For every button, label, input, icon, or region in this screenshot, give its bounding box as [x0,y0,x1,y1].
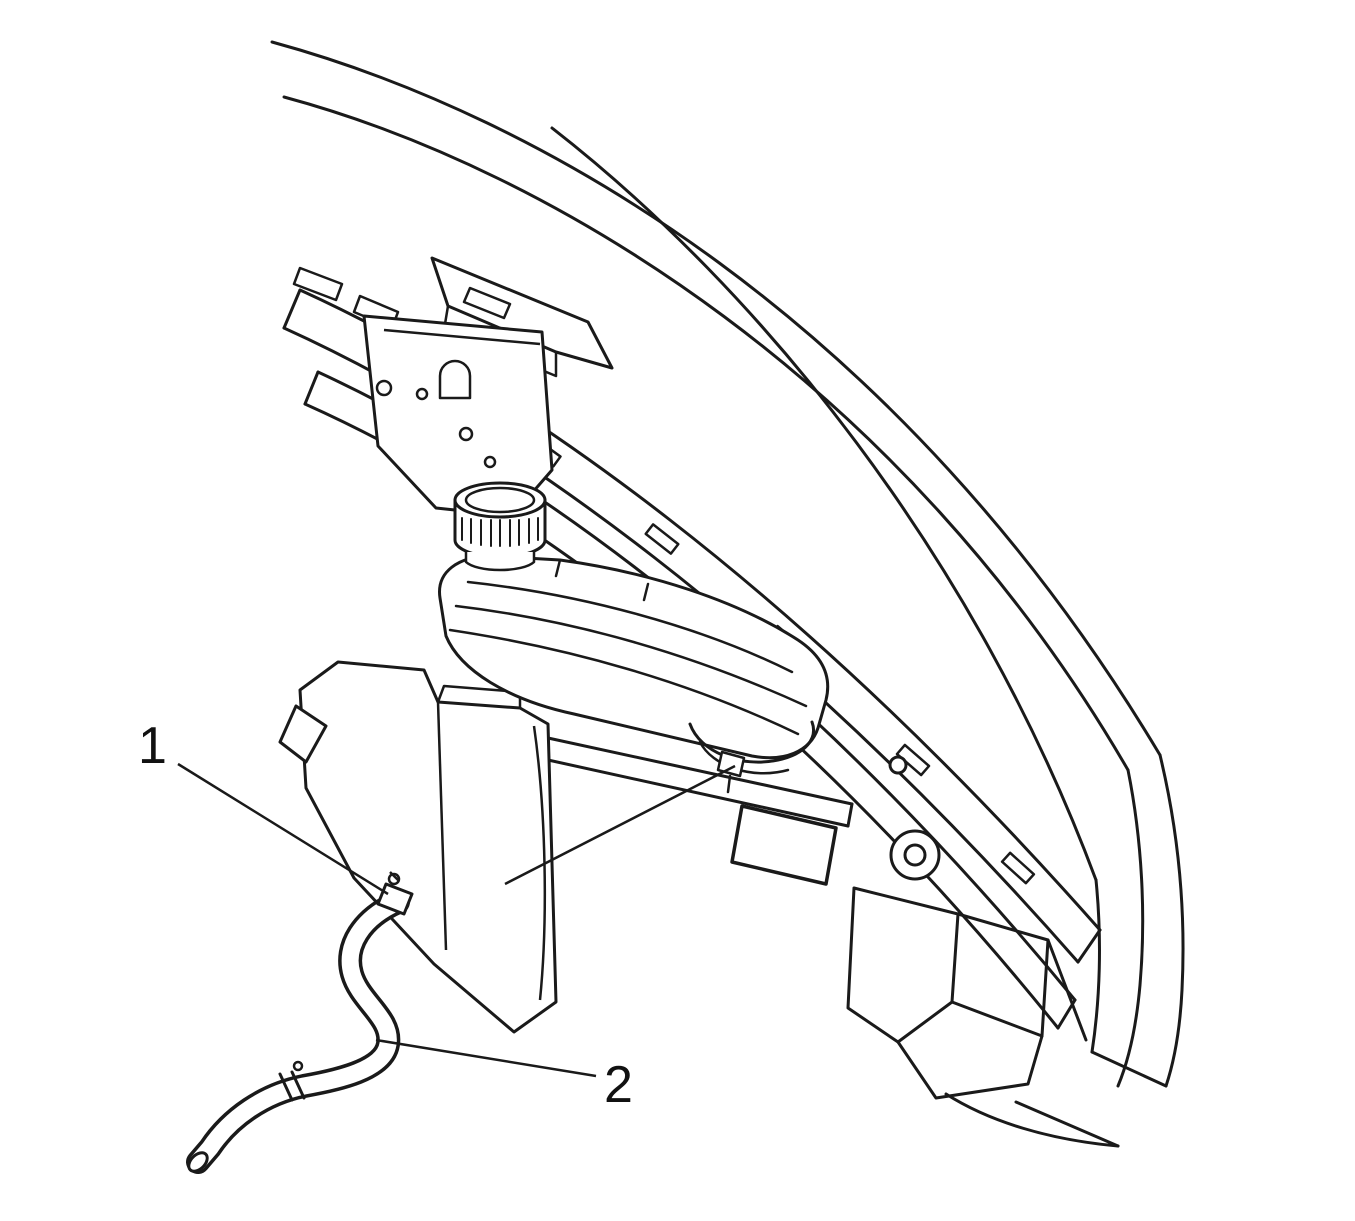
callout-1-label: 1 [138,717,167,775]
callout-2-label: 2 [604,1056,633,1114]
overflow-hose [186,890,410,1174]
callout-2-leader [375,1038,597,1078]
cap-ribs [461,517,539,547]
hose-clamp-mid [278,1060,306,1102]
frame-structure [546,736,1088,1100]
hose-clamp [376,871,414,916]
callout-1-leader-extension [504,764,736,886]
tank-cap [453,481,547,572]
hood-edge [270,40,1185,1148]
bracket-tab [438,359,472,400]
coolant-surge-tank [438,554,830,794]
callout-1-leader [177,762,389,896]
callouts: 1 2 [138,717,736,1114]
hose-end [187,1151,209,1173]
shield-tab [278,704,328,764]
cap-collar [464,550,536,572]
tank-flange [688,720,815,764]
splash-shield [278,660,558,1034]
cowl-bracket [430,256,614,378]
